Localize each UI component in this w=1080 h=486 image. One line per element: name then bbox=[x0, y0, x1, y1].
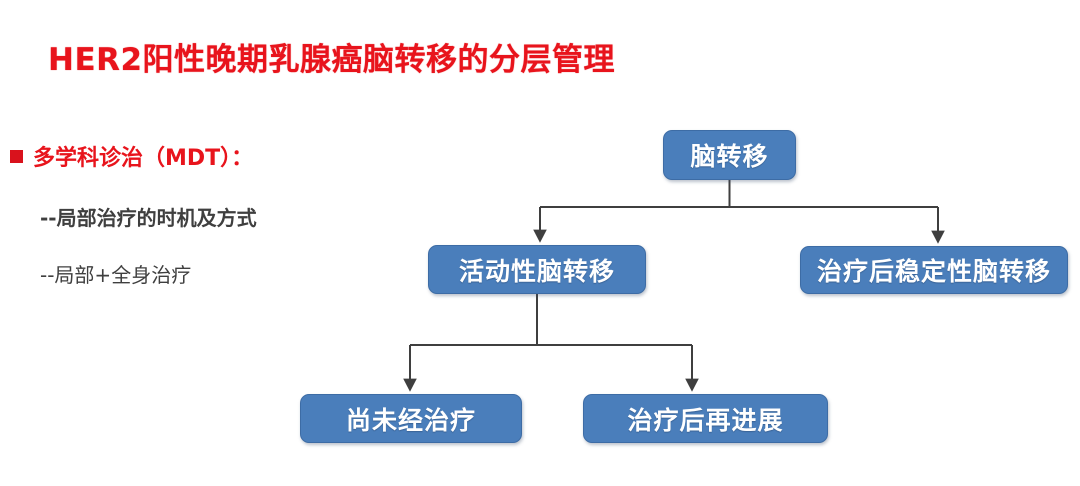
flow-node-progressed[interactable]: 治疗后再进展 bbox=[583, 394, 828, 443]
bullet-main-item: 多学科诊治（MDT）： bbox=[10, 140, 410, 172]
flow-node-stable-metastasis[interactable]: 治疗后稳定性脑转移 bbox=[800, 246, 1068, 294]
bullet-sub-item-1: --局部治疗的时机及方式 bbox=[40, 206, 257, 230]
flow-node-label: 尚未经治疗 bbox=[345, 405, 476, 435]
flow-node-active-metastasis[interactable]: 活动性脑转移 bbox=[428, 245, 646, 294]
flow-node-label: 活动性脑转移 bbox=[458, 256, 615, 286]
bullet-list: 多学科诊治（MDT）： --局部治疗的时机及方式 --局部+全身治疗 bbox=[10, 140, 410, 288]
flow-node-label: 脑转移 bbox=[690, 142, 769, 171]
edge-brain-to-level1 bbox=[533, 180, 945, 244]
bullet-sub-item-2: --局部+全身治疗 bbox=[40, 263, 192, 287]
flow-node-untreated[interactable]: 尚未经治疗 bbox=[300, 394, 522, 443]
bullet-main-label: 多学科诊治（MDT）： bbox=[33, 146, 254, 171]
square-bullet-icon bbox=[10, 149, 23, 163]
flow-node-brain-metastasis[interactable]: 脑转移 bbox=[663, 130, 796, 180]
edge-active-to-level2 bbox=[403, 294, 699, 392]
page-title: HER2阳性晚期乳腺癌脑转移的分层管理 bbox=[48, 42, 616, 78]
flow-node-label: 治疗后稳定性脑转移 bbox=[816, 257, 1051, 286]
flow-node-label: 治疗后再进展 bbox=[627, 405, 784, 435]
